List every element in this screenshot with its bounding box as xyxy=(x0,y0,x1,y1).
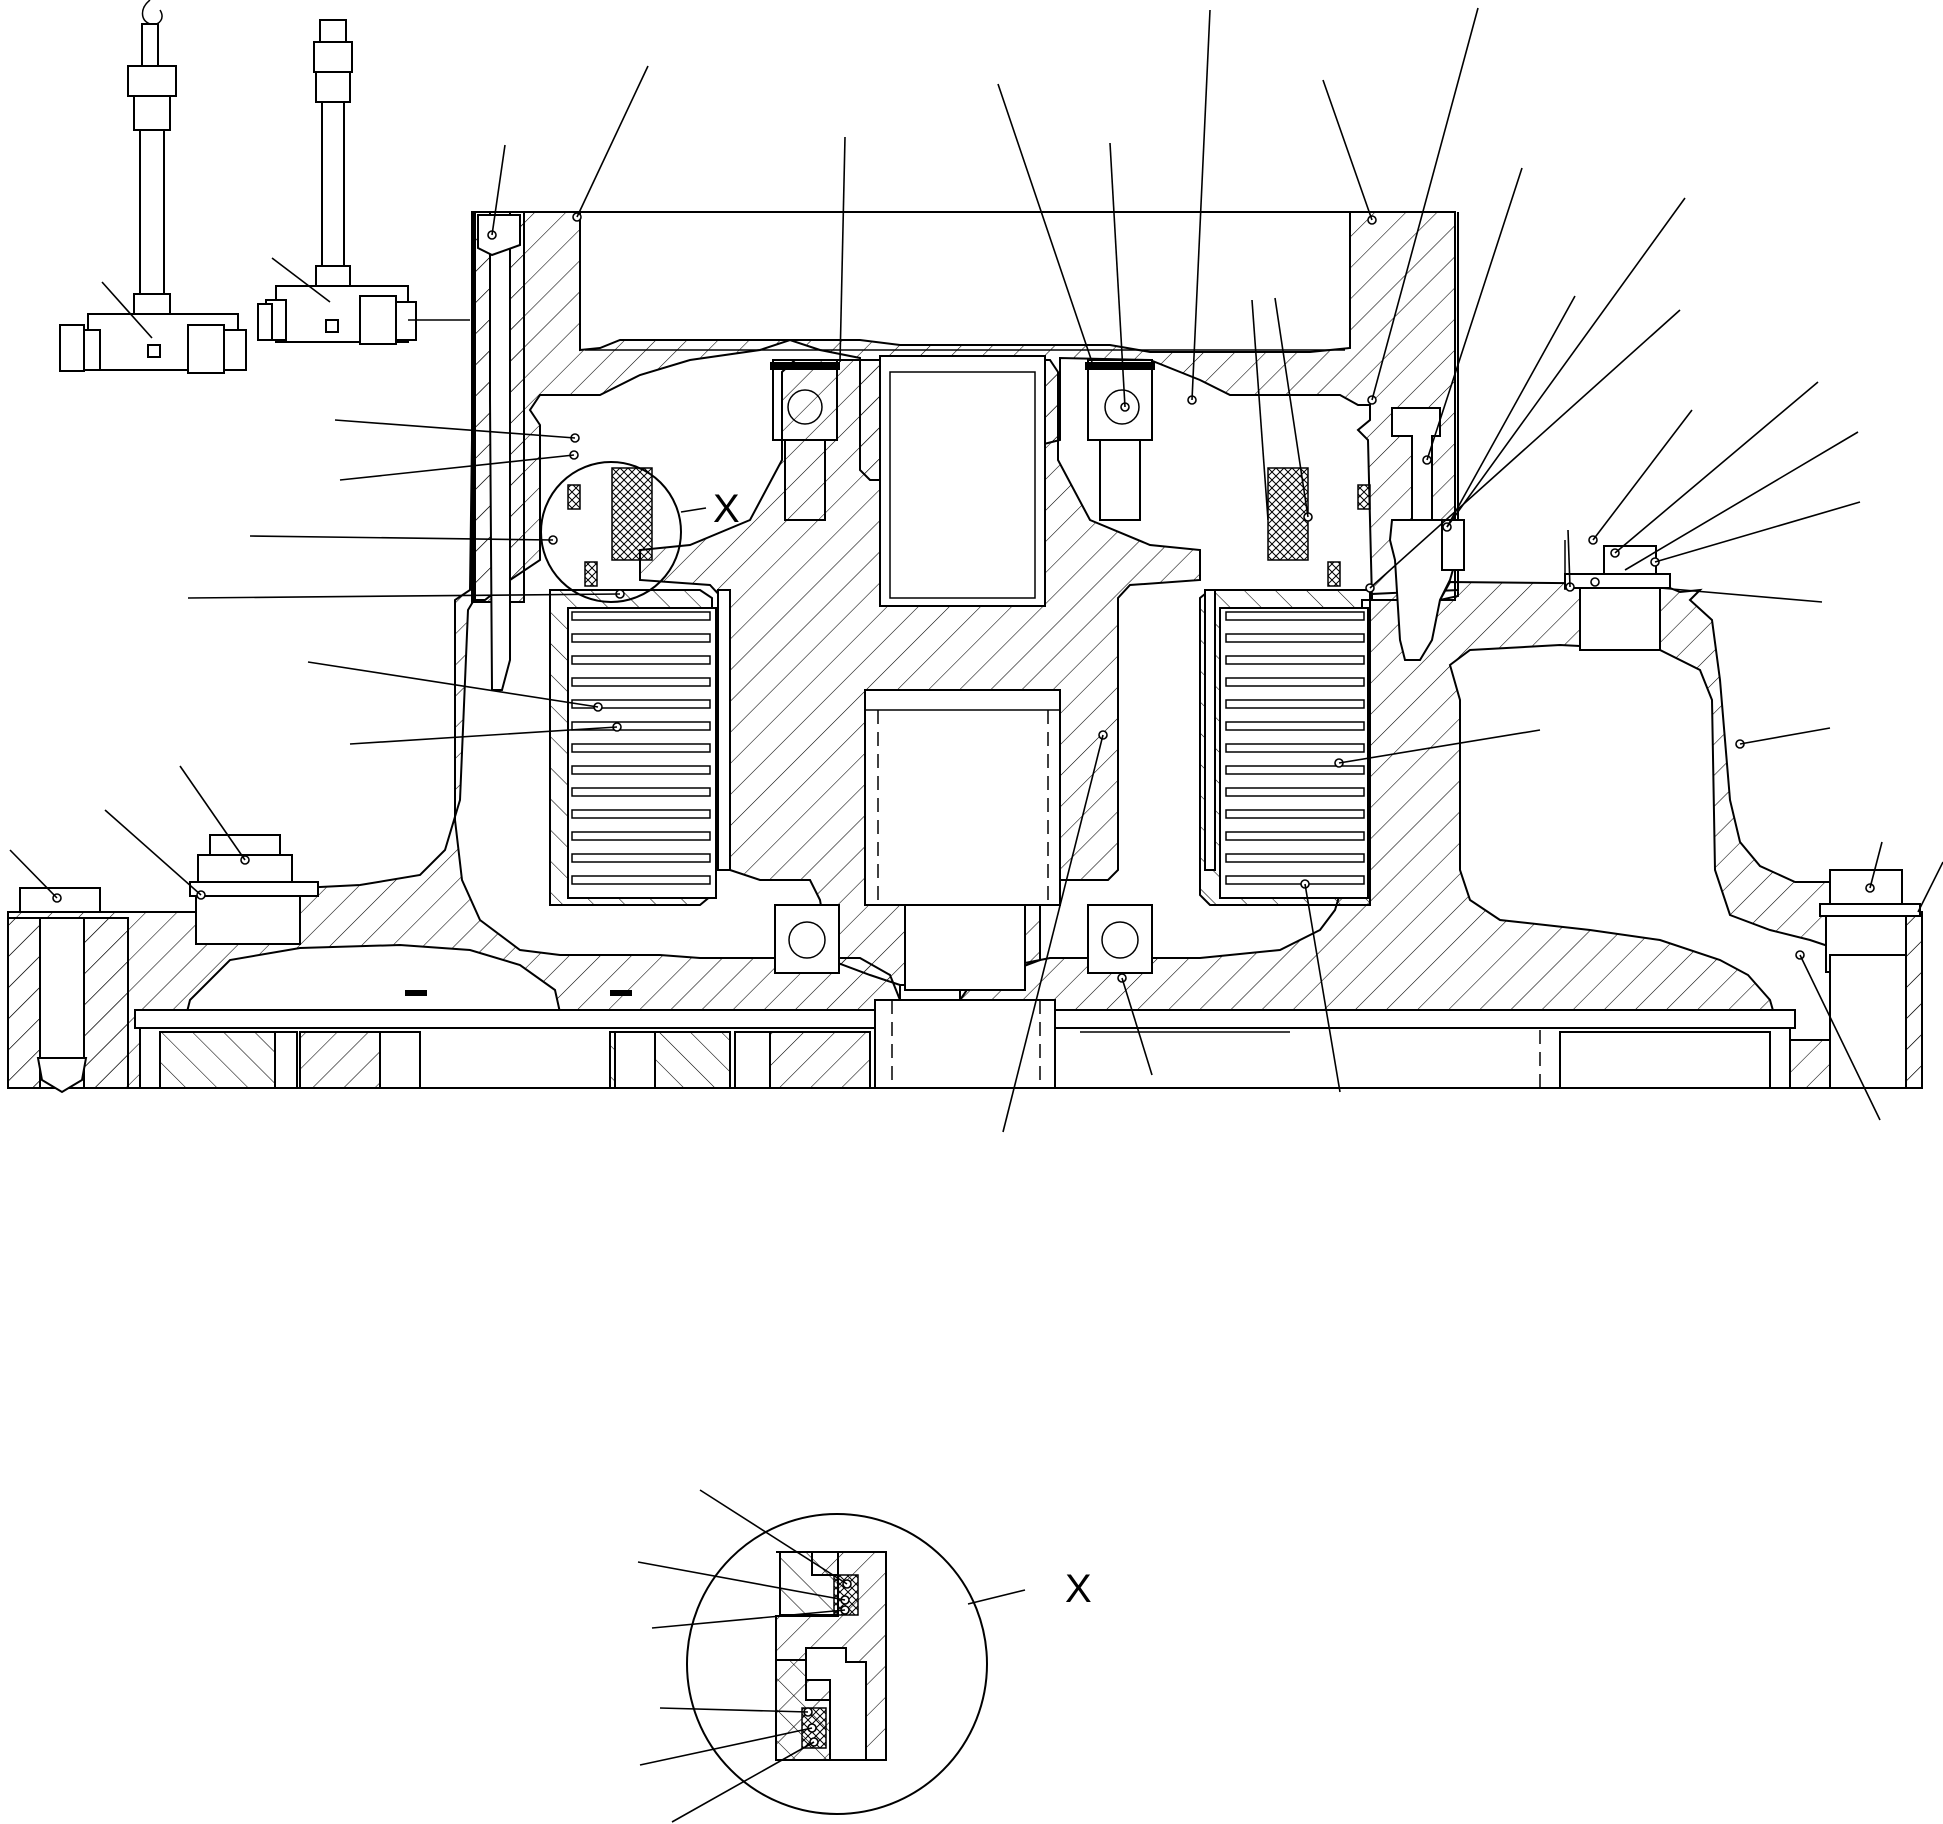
tee-fitting-right xyxy=(257,19,470,345)
bearing-lower-right xyxy=(1087,904,1153,974)
right-friction-pack xyxy=(1219,607,1369,899)
main-section-view: X xyxy=(7,0,1943,1133)
bearing-upper-right-2 xyxy=(1099,439,1141,521)
detail-label-x-inset: X xyxy=(1065,1567,1092,1611)
bearing-lower-left xyxy=(774,904,840,974)
shaft-upper-bore xyxy=(879,355,1046,607)
lower-center-bore xyxy=(874,999,1056,1089)
lower-web-left xyxy=(159,1031,281,1089)
detail-x-circle xyxy=(686,1513,988,1815)
lower-web-mid-2 xyxy=(759,1031,871,1089)
left-friction-pack xyxy=(567,607,717,899)
base-cavity xyxy=(178,643,1852,1041)
shaft-neck xyxy=(904,904,1026,991)
lower-slot-2 xyxy=(379,1031,421,1089)
detail-x-inset: X xyxy=(637,1489,1092,1823)
lower-slot-3 xyxy=(614,1031,656,1089)
shaft-lower-bore xyxy=(864,689,1061,906)
lower-slot-1 xyxy=(274,1031,298,1089)
upper-opening xyxy=(579,211,1351,353)
spring-pack-right xyxy=(1267,467,1309,561)
spring-pack-left xyxy=(611,467,653,561)
lower-slot-4 xyxy=(734,1031,771,1089)
lower-right-rect xyxy=(1559,1031,1771,1089)
left-oil-passage xyxy=(489,211,511,691)
callout-leaders xyxy=(9,7,1943,1133)
detail-label-x-main: X xyxy=(713,487,740,531)
detail-circle-x xyxy=(540,461,682,603)
detail-x-inner-part xyxy=(779,1551,839,1616)
right-oil-plug xyxy=(1579,587,1661,651)
bearing-upper-right xyxy=(1087,359,1153,441)
tee-fitting-left xyxy=(59,0,247,374)
